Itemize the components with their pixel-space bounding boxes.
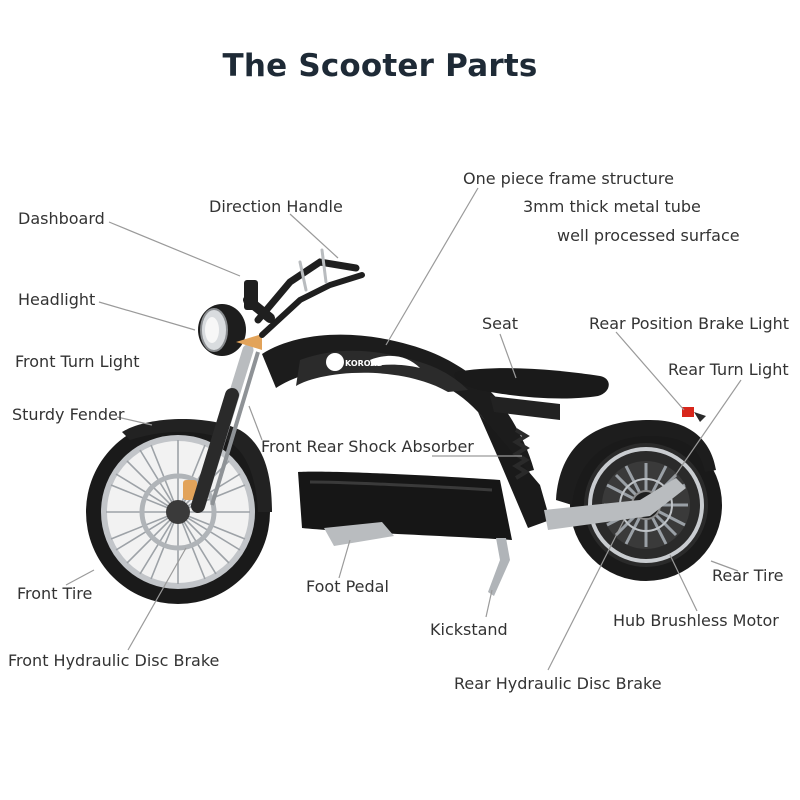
label-front-hydraulic-disc-brake: Front Hydraulic Disc Brake: [8, 651, 220, 670]
leader-hub-brushless-motor: [669, 554, 698, 612]
leader-front-hydraulic-disc-brake: [127, 547, 187, 651]
dashboard-display: [244, 280, 258, 310]
page-title: The Scooter Parts: [222, 48, 538, 84]
label-hub-brushless-motor: Hub Brushless Motor: [613, 611, 779, 630]
leader-rear-tire: [710, 560, 739, 572]
headlight: [198, 304, 246, 356]
label-rear-hydraulic-disc-brake: Rear Hydraulic Disc Brake: [454, 674, 662, 693]
front-turn-light: [236, 334, 262, 350]
leader-sturdy-fender: [116, 416, 153, 426]
leader-kickstand: [485, 589, 493, 618]
label-direction-handle: Direction Handle: [209, 197, 343, 216]
leader-direction-handle: [289, 213, 339, 259]
leader-front-tire: [65, 569, 95, 586]
label-frame-line2: 3mm thick metal tube: [523, 197, 701, 216]
brand-logo-text: KOROAD: [345, 359, 384, 368]
brand-logo-icon: [326, 353, 344, 371]
label-frame-line3: well processed surface: [557, 226, 740, 245]
label-foot-pedal: Foot Pedal: [306, 577, 389, 596]
front-reflector: [183, 480, 197, 500]
label-rear-tire: Rear Tire: [712, 566, 784, 585]
rear-brake-light: [682, 407, 694, 417]
leader-headlight: [98, 301, 196, 331]
rear-rim: [588, 447, 704, 563]
leader-dashboard: [108, 221, 241, 277]
rear-fender: [556, 420, 716, 505]
frame: [262, 334, 550, 540]
leader-lines: [65, 187, 742, 671]
leader-rear-hydraulic-disc-brake: [547, 519, 625, 671]
flame-decal: [370, 355, 420, 368]
front-fork: [191, 344, 260, 513]
label-sturdy-fender: Sturdy Fender: [12, 405, 125, 424]
label-frame-line1: One piece frame structure: [463, 169, 674, 188]
leader-seat: [499, 333, 517, 379]
seat: [454, 368, 609, 399]
leader-front-rear-shock-absorber: [248, 405, 263, 441]
label-dashboard: Dashboard: [18, 209, 105, 228]
rear-turn-light: [694, 412, 706, 422]
label-front-turn-light: Front Turn Light: [15, 352, 140, 371]
label-headlight: Headlight: [18, 290, 96, 309]
label-front-rear-shock-absorber: Front Rear Shock Absorber: [261, 437, 474, 456]
label-kickstand: Kickstand: [430, 620, 508, 639]
shock-absorber-spring: [512, 428, 530, 480]
leader-rear-brake-light: [615, 331, 685, 411]
foot-pedal: [324, 522, 394, 546]
leader-foot-pedal: [338, 539, 351, 579]
label-rear-turn-light: Rear Turn Light: [668, 360, 789, 379]
swing-arm: [544, 478, 686, 530]
label-seat: Seat: [482, 314, 519, 333]
front-disc-brake: [139, 473, 217, 551]
front-rim: [101, 435, 255, 589]
leader-rear-turn-light: [671, 379, 742, 481]
front-fender: [122, 418, 272, 512]
leader-frame: [385, 187, 479, 346]
label-rear-position-brake-light: Rear Position Brake Light: [589, 314, 790, 333]
handlebar: [243, 248, 365, 338]
label-front-tire: Front Tire: [17, 584, 93, 603]
kickstand: [488, 538, 510, 596]
